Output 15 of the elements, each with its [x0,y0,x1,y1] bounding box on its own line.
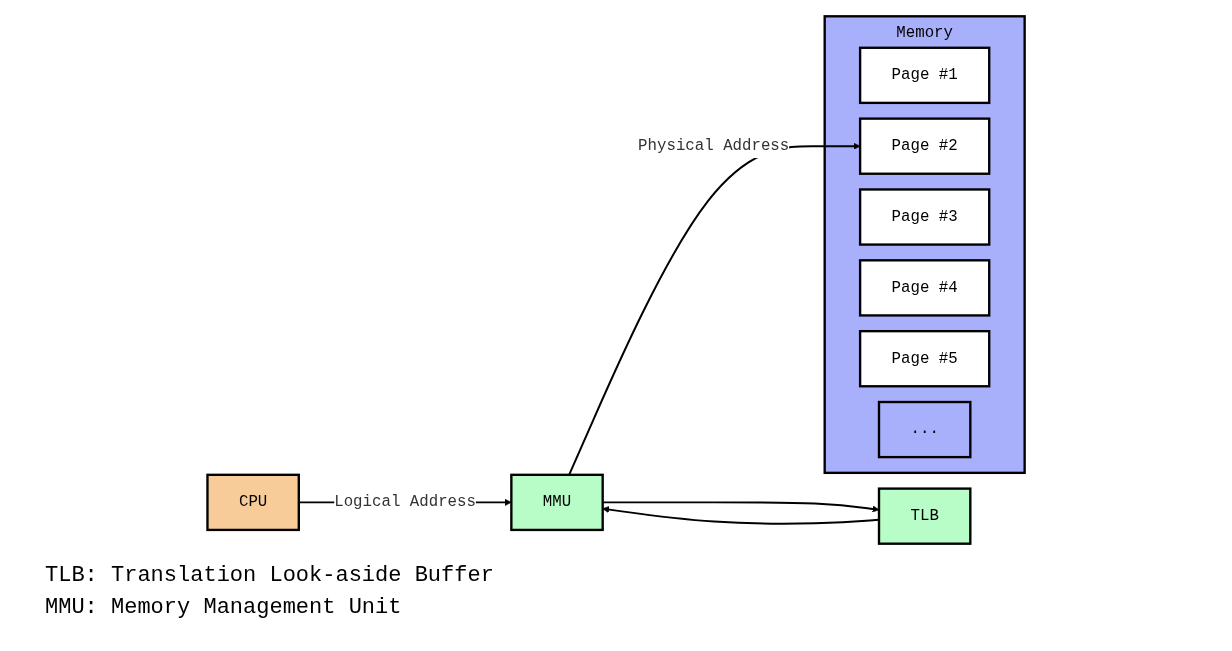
flowchart-diagram: Memory Logical Address Physical Address Page #1 Page #2 Page #3 Page #4 Page #5 ... CPU MMU TLB [88,10,1144,550]
edge-label: Physical Address [638,136,790,155]
node-box [858,259,991,317]
node-box [858,117,991,175]
node-box [877,487,972,545]
node-box [858,46,991,105]
cluster [823,15,1026,475]
abbreviation-note: MMU: Memory Management Unit [45,593,403,622]
node-box [877,400,972,459]
node-box [206,473,300,532]
abbreviation-note: TLB: Translation Look-aside Buffer [45,562,495,590]
edge-label: Logical Address [334,492,476,512]
node-box [858,188,991,246]
node-box [858,330,991,388]
node-box [510,473,604,532]
